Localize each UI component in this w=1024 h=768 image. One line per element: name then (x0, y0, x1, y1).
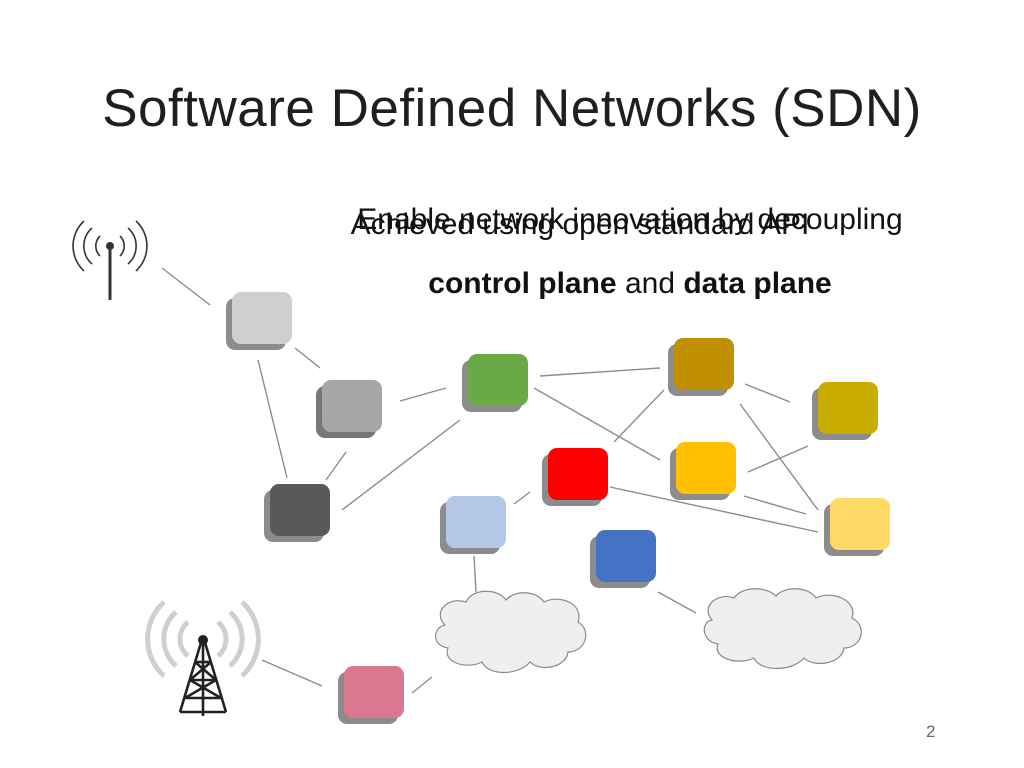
cell-tower-icon (145, 600, 261, 716)
switch-red (542, 448, 608, 506)
link (161, 267, 211, 306)
link (609, 486, 819, 533)
switch-dark-gold (668, 338, 734, 396)
page-number: 2 (926, 722, 936, 741)
switch-dark-gray (264, 484, 330, 542)
switch-blue (590, 530, 656, 588)
control-plane-label: control plane (428, 267, 617, 300)
link (473, 555, 477, 593)
link (257, 359, 288, 479)
subtitle-planes: control plane and data plane (280, 267, 980, 301)
link (261, 659, 323, 687)
cloud-icon (703, 588, 862, 669)
switch-olive (812, 382, 878, 440)
switch-light-blue (440, 496, 506, 554)
subtitle-open-api: Achieved using open standard API (350, 208, 810, 241)
link (539, 367, 661, 377)
link (411, 676, 433, 694)
link (325, 451, 347, 481)
link (513, 491, 531, 505)
link (613, 389, 665, 443)
link (399, 387, 447, 402)
link (739, 403, 819, 511)
switch-medium-gray (316, 380, 382, 438)
subtitle-enable-innovation: Enable network innovation by decoupling (357, 203, 903, 236)
switch-pink (338, 666, 404, 724)
switch-pale-yellow (824, 498, 890, 556)
slide-title: Software Defined Networks (SDN) (102, 79, 922, 138)
switch-light-gray (226, 292, 292, 350)
link (744, 383, 791, 403)
antenna-icon (72, 220, 148, 300)
link (657, 591, 697, 614)
link (341, 419, 461, 511)
link (747, 445, 809, 473)
switch-amber (670, 442, 736, 500)
link (533, 387, 661, 461)
link (743, 495, 807, 515)
cloud-icon (435, 590, 587, 674)
data-plane-label: data plane (683, 267, 832, 300)
switch-green (462, 354, 528, 412)
network-links (161, 267, 819, 694)
and-label: and (616, 267, 684, 300)
switch-nodes (226, 292, 890, 724)
link (294, 347, 321, 369)
